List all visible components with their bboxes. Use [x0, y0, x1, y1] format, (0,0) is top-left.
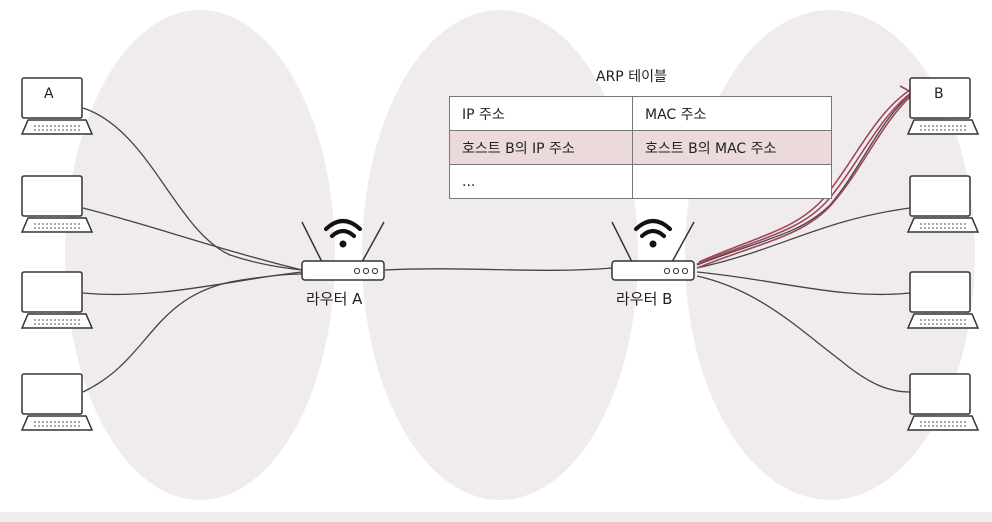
arp-table-header-row: IP 주소 MAC 주소 — [450, 97, 832, 131]
arp-table-row: ... — [450, 165, 832, 199]
computer-right-3 — [908, 272, 978, 328]
computer-left-2 — [22, 176, 92, 232]
router-b-label: 라우터 B — [616, 288, 672, 309]
ip-cell: ... — [450, 165, 633, 199]
arp-table-title: ARP 테이블 — [596, 66, 667, 86]
ip-cell: 호스트 B의 IP 주소 — [450, 131, 633, 165]
computer-right-2 — [908, 176, 978, 232]
mac-cell — [633, 165, 832, 199]
bottom-strip — [0, 512, 992, 522]
host-b-label: B — [934, 86, 944, 102]
computer-left-3 — [22, 272, 92, 328]
mac-header-cell: MAC 주소 — [633, 97, 832, 131]
wifi-icon — [636, 221, 670, 236]
ip-header-cell: IP 주소 — [450, 97, 633, 131]
computer-a — [22, 78, 92, 134]
computer-right-4 — [908, 374, 978, 430]
network-bubble-left — [65, 10, 335, 500]
arp-table: IP 주소 MAC 주소 호스트 B의 IP 주소 호스트 B의 MAC 주소 … — [449, 96, 832, 199]
computer-left-4 — [22, 374, 92, 430]
mac-cell: 호스트 B의 MAC 주소 — [633, 131, 832, 165]
router-a-label: 라우터 A — [306, 288, 362, 309]
host-a-label: A — [44, 86, 54, 102]
arp-table-row: 호스트 B의 IP 주소 호스트 B의 MAC 주소 — [450, 131, 832, 165]
